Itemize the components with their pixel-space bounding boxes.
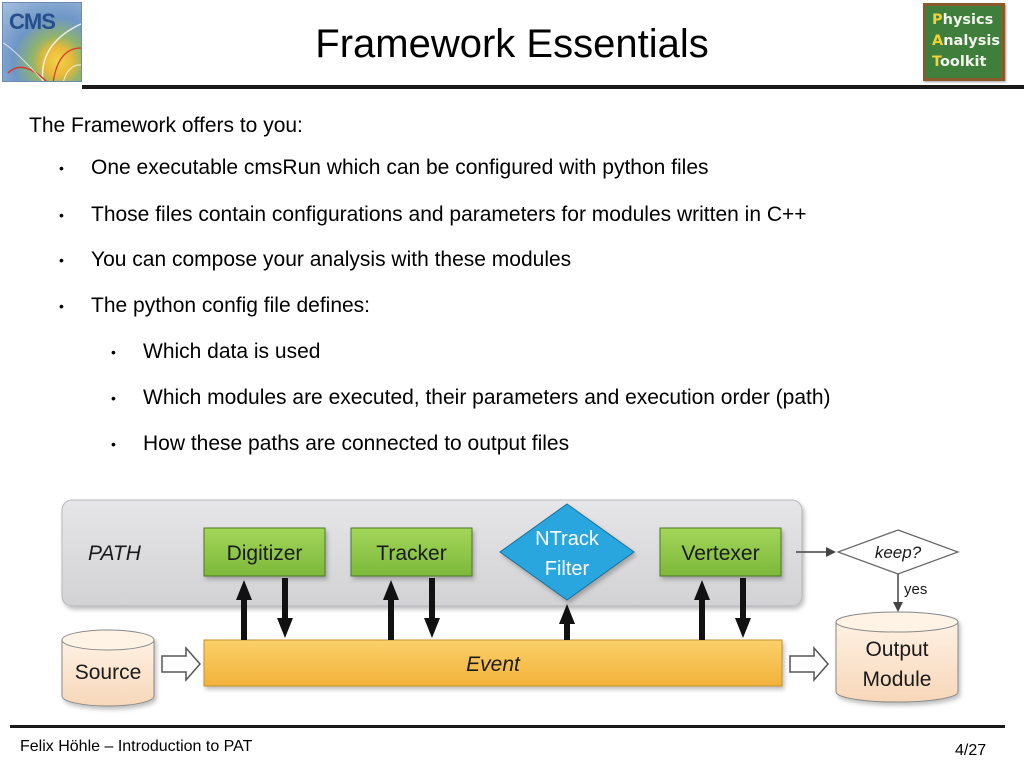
pat-logo-line-2: Analysis	[932, 33, 1000, 49]
pat-logo: Physics Analysis Toolkit	[923, 3, 1005, 81]
source-cylinder	[61, 629, 155, 707]
arrow-up-head	[559, 604, 575, 624]
sub-bullet-text: Which data is used	[143, 340, 321, 363]
bullet-text: The python config file defines:	[91, 294, 371, 317]
cms-logo-graphic	[3, 23, 81, 81]
event-label: Event	[466, 653, 521, 676]
source-label: Source	[75, 661, 142, 684]
arrow-down-shaft	[282, 578, 288, 620]
digitizer-label: Digitizer	[227, 542, 303, 565]
yes-arrowhead	[893, 602, 903, 612]
slide-title: Framework Essentials	[315, 22, 709, 66]
source-to-event-arrow	[161, 646, 201, 682]
path-label: PATH	[88, 542, 142, 565]
arrow-up-head	[694, 580, 710, 600]
bullet-dot: •	[111, 344, 116, 360]
page-number: 4/27	[955, 742, 987, 759]
output-label-line-1: Output	[865, 638, 928, 661]
vertexer-label: Vertexer	[681, 542, 759, 565]
arrow-up-head	[236, 580, 252, 600]
arrow-up-shaft	[564, 622, 570, 640]
footer-author-title: Felix Höhle – Introduction to PAT	[20, 738, 253, 755]
arrow-down-shaft	[429, 578, 435, 620]
arrow-up-shaft	[699, 598, 705, 640]
sub-bullet-text: How these paths are connected to output …	[143, 432, 570, 455]
filter-label-line-1: NTrack	[535, 528, 600, 550]
intro-text: The Framework offers to you:	[29, 114, 303, 137]
arrow-down-head	[424, 618, 440, 638]
pat-logo-line-3: Toolkit	[932, 54, 987, 70]
arrow-down-shaft	[740, 578, 746, 620]
bullet-dot: •	[59, 207, 64, 223]
pat-logo-line-1: Physics	[932, 12, 994, 28]
cms-logo-text: CMS	[9, 9, 56, 34]
arrow-up-shaft	[388, 598, 394, 640]
vertexer-to-keep-arrowhead	[826, 547, 836, 557]
bullet-text: You can compose your analysis with these…	[91, 248, 572, 271]
cms-logo: CMS	[2, 2, 82, 82]
event-bar	[203, 639, 783, 687]
bullet-dot: •	[111, 390, 116, 406]
bullet-dot: •	[111, 436, 116, 452]
yes-label: yes	[904, 581, 927, 598]
filter-label-line-2: Filter	[545, 558, 590, 580]
output-label-line-2: Module	[863, 668, 932, 691]
tracker-label: Tracker	[376, 542, 446, 565]
arrow-up-shaft	[241, 598, 247, 640]
bullet-dot: •	[59, 160, 64, 176]
digitizer-module	[203, 527, 326, 577]
module-event-arrows	[236, 578, 751, 640]
vertexer-module	[659, 527, 782, 577]
arrow-up-head	[383, 580, 399, 600]
bullet-text: One executable cmsRun which can be confi…	[91, 156, 709, 179]
framework-diagram: PATH Digitizer Tracker Vertexer NTrack F…	[61, 499, 960, 707]
ntrack-filter-diamond	[499, 503, 635, 601]
bullet-dot: •	[59, 252, 64, 268]
footer-divider	[10, 725, 1005, 728]
bullet-text: Those files contain configurations and p…	[91, 203, 807, 226]
keep-decision-label: keep?	[875, 543, 922, 562]
output-module-cylinder	[835, 611, 959, 703]
arrow-down-head	[277, 618, 293, 638]
arrow-down-head	[735, 618, 751, 638]
tracker-module	[350, 527, 473, 577]
header-divider	[82, 85, 1024, 89]
event-to-output-arrow	[789, 646, 829, 682]
bullet-dot: •	[59, 298, 64, 314]
sub-bullet-text: Which modules are executed, their parame…	[143, 386, 831, 409]
